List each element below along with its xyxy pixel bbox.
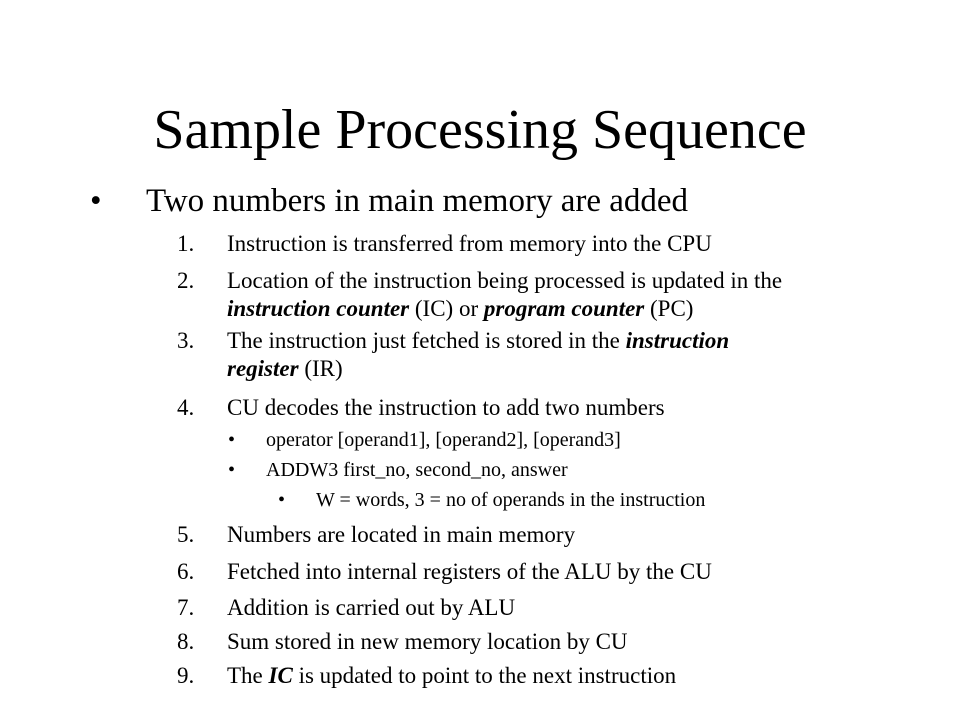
step-number: 3.: [177, 328, 195, 353]
step-text-part: The: [227, 663, 269, 688]
sub-bullet-text: ADDW3 first_no, second_no, answer: [266, 459, 568, 481]
step-number: 9.: [177, 663, 195, 688]
step-text-line: Location of the instruction being proces…: [227, 268, 783, 293]
step-text: Numbers are located in main memory: [227, 522, 576, 547]
bullet-marker: •: [228, 429, 236, 451]
step-text-part: (PC): [644, 296, 694, 321]
step-text: The IC is updated to point to the next i…: [227, 662, 827, 690]
sub-bullet-text: operator [operand1], [operand2], [operan…: [266, 429, 621, 451]
step-number: 1.: [177, 231, 195, 256]
step-number: 2.: [177, 268, 195, 293]
sub-sub-bullet-text: W = words, 3 = no of operands in the ins…: [316, 489, 706, 511]
bullet-marker: •: [90, 183, 102, 219]
step-number: 8.: [177, 629, 195, 654]
emphasis-term: instruction counter: [227, 296, 410, 321]
step-text: CU decodes the instruction to add two nu…: [227, 395, 665, 420]
bullet-marker: •: [228, 459, 236, 481]
bullet-marker: •: [278, 489, 286, 511]
emphasis-term: program counter: [483, 296, 645, 321]
emphasis-term: IC: [268, 663, 293, 688]
step-text: Location of the instruction being proces…: [227, 267, 827, 323]
step-number: 6.: [177, 559, 195, 584]
step-text-part: is updated to point to the next instruct…: [292, 663, 677, 688]
step-number: 4.: [177, 395, 195, 420]
slide-title: Sample Processing Sequence: [153, 99, 807, 161]
step-text-part: The instruction just fetched is stored i…: [227, 328, 626, 353]
step-text-part: (IR): [298, 356, 343, 381]
step-number: 7.: [177, 595, 195, 620]
emphasis-term: instruction: [625, 328, 730, 353]
main-bullet-text: Two numbers in main memory are added: [146, 183, 689, 219]
step-text-part: (IC) or: [409, 296, 484, 321]
step-text: Instruction is transferred from memory i…: [227, 231, 712, 256]
step-text: The instruction just fetched is stored i…: [227, 327, 827, 383]
step-text: Addition is carried out by ALU: [227, 595, 516, 620]
step-text: Sum stored in new memory location by CU: [227, 629, 628, 654]
step-text: Fetched into internal registers of the A…: [227, 559, 712, 584]
emphasis-term: register: [227, 356, 299, 381]
step-number: 5.: [177, 522, 195, 547]
